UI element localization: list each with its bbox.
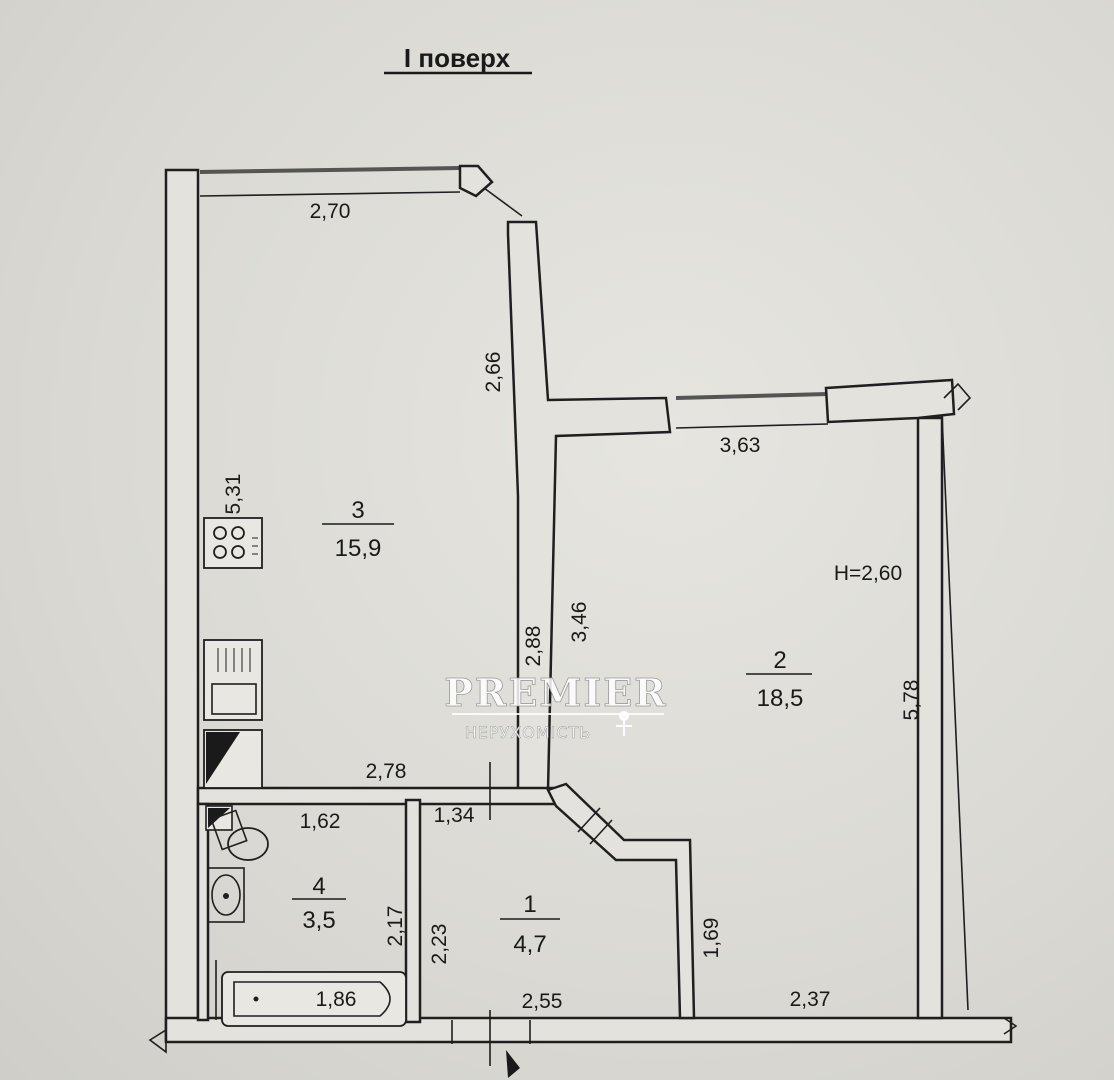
person-icon [616,711,632,736]
ceiling-height-label: H=2,60 [834,562,902,585]
dimension-label: 2,55 [522,990,563,1013]
wall-hall-diagonal [546,782,696,1020]
room-number: 1 [523,891,536,918]
dimension-label: 1,69 [700,918,723,959]
dimension-label: 5,78 [900,680,923,721]
facade-line-right [941,414,969,1011]
living-window [675,392,829,400]
dimension-label: 1,34 [434,804,475,827]
sink-icon [203,639,263,721]
wall-kitchen-bottom [196,786,560,806]
dimension-label: 2,17 [384,906,407,947]
bay-corner [458,164,494,198]
wall-left [164,168,200,1042]
room-area: 18,5 [757,685,804,712]
dimension-label: 3,46 [568,602,591,643]
dimension-label: 1,86 [316,988,357,1011]
floor-title: I поверх [404,43,511,73]
dimension-label: 2,37 [790,988,831,1011]
dimension-label: 2,70 [310,200,351,223]
dimension-label: 3,63 [720,434,761,457]
room-number: 4 [312,873,325,900]
dimension-label: 1,62 [300,810,341,833]
dimension-label: 2,23 [428,924,451,965]
wall-living-top [824,378,956,424]
watermark: PREMIER НЕРУХОМІСТЬ [444,670,668,743]
dimension-label: 2,88 [522,626,545,667]
wall-kitchen-right [506,220,672,792]
kitchen-window [199,166,461,174]
watermark-brand: PREMIER [444,670,668,715]
room-area: 4,7 [513,931,546,958]
ventilation-shaft-icon [203,729,263,789]
wall-bathroom-right [404,798,422,1024]
bathtub-icon [221,971,407,1027]
room-area: 3,5 [302,907,335,934]
room-number: 2 [773,647,786,674]
dimension-label: 2,78 [366,760,407,783]
washbasin-icon [207,867,245,923]
watermark-subtitle: НЕРУХОМІСТЬ [465,723,592,742]
dimension-label: 2,66 [482,352,505,393]
toilet-icon [210,809,269,861]
room-area: 15,9 [335,535,382,562]
dimension-label: 5,31 [222,474,245,515]
wall-right [916,416,944,1020]
bathroom-shaft-icon [205,805,233,831]
stove-icon [203,517,263,569]
room-number: 3 [351,497,364,524]
entrance-arrow-icon [506,1050,520,1078]
